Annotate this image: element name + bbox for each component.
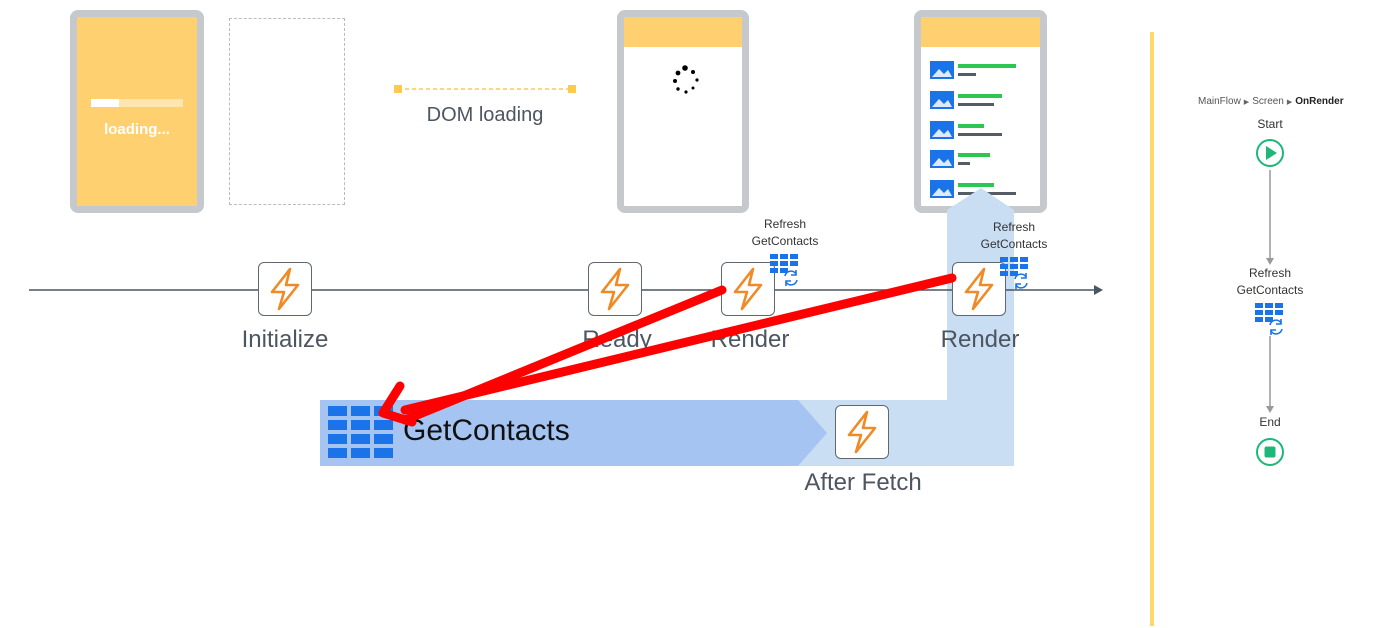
- getcontacts-aggregate-band: [320, 400, 827, 466]
- render-event-icon-2[interactable]: [952, 262, 1006, 316]
- refresh-aggregate-icon-1: [770, 254, 798, 286]
- section-divider: [1150, 32, 1154, 626]
- render-label-2: Render: [940, 326, 1020, 353]
- initialize-label: Initialize: [241, 326, 329, 353]
- breadcrumb: MainFlow▶Screen▶OnRender: [1198, 96, 1344, 107]
- refresh-label-1: Refresh GetContacts: [751, 217, 819, 248]
- phone-header: [624, 17, 742, 47]
- flow-refresh-aggregate-icon[interactable]: [1255, 303, 1287, 337]
- after-fetch-event-icon[interactable]: [835, 405, 889, 459]
- breadcrumb-onrender[interactable]: OnRender: [1295, 96, 1344, 107]
- ready-event-icon[interactable]: [588, 262, 642, 316]
- after-fetch-label: After Fetch: [804, 469, 922, 496]
- refresh-aggregate-icon-2: [1000, 257, 1028, 289]
- render-event-icon-1[interactable]: [721, 262, 775, 316]
- spinner-icon: [673, 65, 699, 94]
- contact-row-1: [930, 61, 1016, 79]
- flow-connector: [1266, 170, 1274, 413]
- breadcrumb-mainflow[interactable]: MainFlow: [1198, 96, 1241, 107]
- flow-refresh-label: Refresh GetContacts: [1236, 266, 1304, 297]
- flow-end-label: End: [1259, 415, 1281, 429]
- breadcrumb-separator-icon: ▶: [1286, 99, 1293, 106]
- contact-row-3: [930, 121, 1002, 139]
- loading-progress-fill: [91, 99, 119, 107]
- aggregate-name: GetContacts: [403, 414, 570, 447]
- contact-row-2: [930, 91, 1002, 109]
- contacts-list: [930, 61, 1016, 198]
- initialize-event-icon[interactable]: [258, 262, 312, 316]
- flow-end-node-icon[interactable]: [1255, 437, 1285, 467]
- flow-start-label: Start: [1257, 117, 1283, 131]
- refresh-label-2: Refresh GetContacts: [980, 220, 1048, 251]
- dom-loading-connector: [394, 85, 576, 93]
- phone-header: [921, 17, 1040, 47]
- after-fetch-band: [798, 188, 1014, 466]
- loading-progress-bar: [91, 99, 183, 107]
- breadcrumb-screen[interactable]: Screen: [1252, 96, 1284, 107]
- blank-screen-placeholder: [229, 18, 345, 205]
- contacts-list-phone: [914, 10, 1047, 213]
- dom-loading-label: DOM loading: [426, 104, 544, 126]
- contact-row-4: [930, 150, 990, 168]
- spinner-screen-phone: [617, 10, 749, 213]
- loading-text: loading...: [104, 121, 170, 138]
- breadcrumb-separator-icon: ▶: [1243, 99, 1250, 106]
- loading-screen-phone: loading...: [70, 10, 204, 213]
- flow-start-node-icon[interactable]: [1255, 138, 1285, 168]
- refresh-trigger-arrows: [378, 273, 957, 427]
